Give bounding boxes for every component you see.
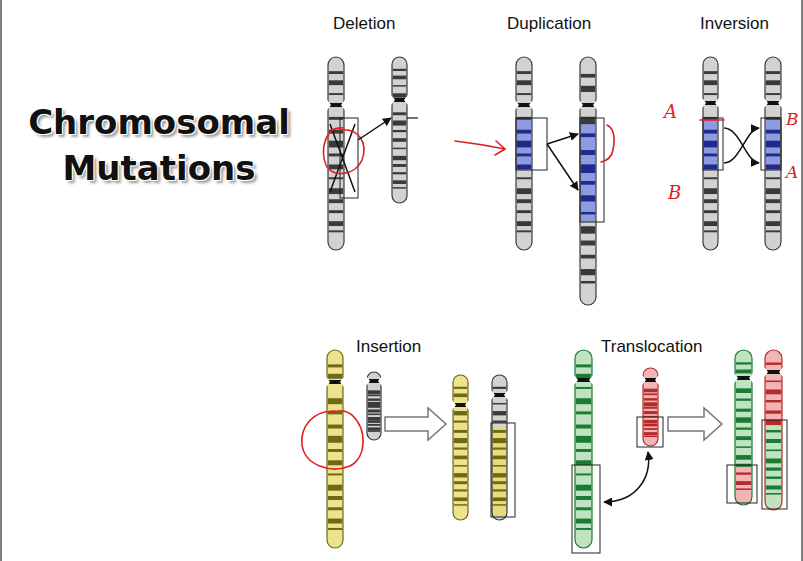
label-wrap: Duplication (507, 15, 591, 34)
label-wrap: Insertion (356, 338, 421, 357)
chromosome (764, 57, 782, 250)
chromosome (366, 372, 382, 440)
chromosome (574, 350, 593, 548)
highlight-box (637, 417, 663, 447)
mutation-name: Duplication (507, 15, 591, 34)
highlight-box (516, 118, 547, 170)
cross-mark (330, 124, 355, 192)
arrow (604, 452, 649, 502)
mutation-name: Inversion (700, 15, 769, 34)
frame-line (801, 0, 803, 561)
chromosome (579, 57, 597, 305)
chromosome (702, 57, 719, 250)
label-wrap: B (786, 110, 799, 129)
label-wrap: A (786, 163, 798, 182)
handwritten-mark (302, 411, 363, 469)
handwritten-letter: B (786, 110, 799, 129)
hollow-arrow (668, 408, 722, 440)
tick-line (407, 117, 418, 118)
chromosome (734, 350, 753, 505)
chromosome (491, 375, 508, 520)
chromosome (327, 57, 345, 250)
highlight-box (572, 465, 600, 553)
highlight-box (491, 423, 515, 517)
label-wrap: B (668, 183, 681, 203)
chromosome (452, 375, 469, 520)
highlight-box (761, 118, 781, 170)
handwritten-letter: A (664, 102, 677, 122)
label-wrap: Translocation (601, 338, 702, 357)
label-wrap: A (664, 102, 677, 122)
highlight-box (762, 420, 787, 509)
label-wrap: Inversion (700, 15, 769, 34)
chromosome (642, 368, 659, 446)
label-wrap: Deletion (333, 15, 395, 34)
arrow (358, 118, 391, 140)
mutation-name: Insertion (356, 338, 421, 357)
title-wrap: Chromosomal Mutations (14, 100, 304, 192)
arrow (547, 144, 578, 190)
chromosome (764, 350, 783, 510)
handwritten-mark (324, 128, 364, 174)
mutation-name: Deletion (333, 15, 395, 34)
highlight-box (703, 118, 723, 170)
title: Chromosomal Mutations (14, 100, 304, 192)
frame-line (0, 0, 2, 561)
highlight-box (580, 118, 604, 222)
chromosome (326, 350, 344, 548)
arrow (724, 128, 759, 163)
handwritten-letter: A (786, 163, 798, 182)
handwritten-letter: B (668, 183, 681, 203)
hollow-arrow (385, 408, 446, 440)
mutation-name: Translocation (601, 338, 702, 357)
arrow (724, 128, 759, 163)
handwritten-mark (700, 119, 724, 121)
handwritten-mark (455, 141, 505, 155)
chromosome (515, 57, 533, 250)
highlight-box (727, 465, 757, 503)
handwritten-mark (601, 125, 614, 162)
arrow (547, 134, 578, 144)
chromosome (391, 57, 408, 203)
